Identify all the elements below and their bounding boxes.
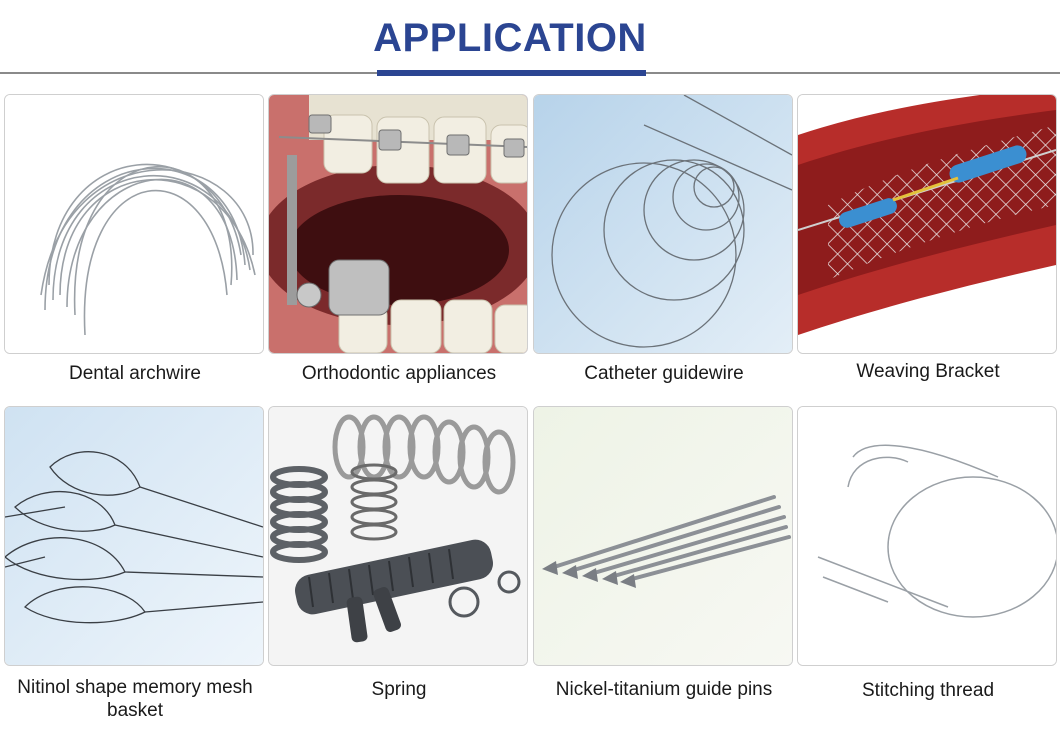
springs-photo bbox=[268, 406, 528, 666]
caption-stitching-thread: Stitching thread bbox=[861, 680, 995, 701]
caption-orthodontic-appliances: Orthodontic appliances bbox=[301, 363, 497, 384]
title-underline-accent bbox=[377, 70, 646, 76]
catheter-guidewire-photo bbox=[533, 94, 793, 354]
guide-pins-photo bbox=[533, 406, 793, 666]
page-title: APPLICATION bbox=[373, 16, 647, 60]
mesh-basket-photo bbox=[4, 406, 264, 666]
caption-catheter-guidewire: Catheter guidewire bbox=[584, 363, 744, 384]
caption-mesh-basket: Nitinol shape memory mesh basket bbox=[17, 677, 253, 721]
caption-guide-pins: Nickel-titanium guide pins bbox=[555, 679, 773, 700]
caption-dental-archwire: Dental archwire bbox=[69, 363, 201, 384]
caption-weaving-bracket: Weaving Bracket bbox=[856, 361, 1000, 382]
caption-spring: Spring bbox=[371, 679, 427, 700]
orthodontic-braces-photo bbox=[268, 94, 528, 354]
stent-mesh-photo bbox=[797, 94, 1057, 354]
stitching-thread-photo bbox=[797, 406, 1057, 666]
dental-archwire-photo bbox=[4, 94, 264, 354]
header: APPLICATION bbox=[0, 0, 1060, 90]
